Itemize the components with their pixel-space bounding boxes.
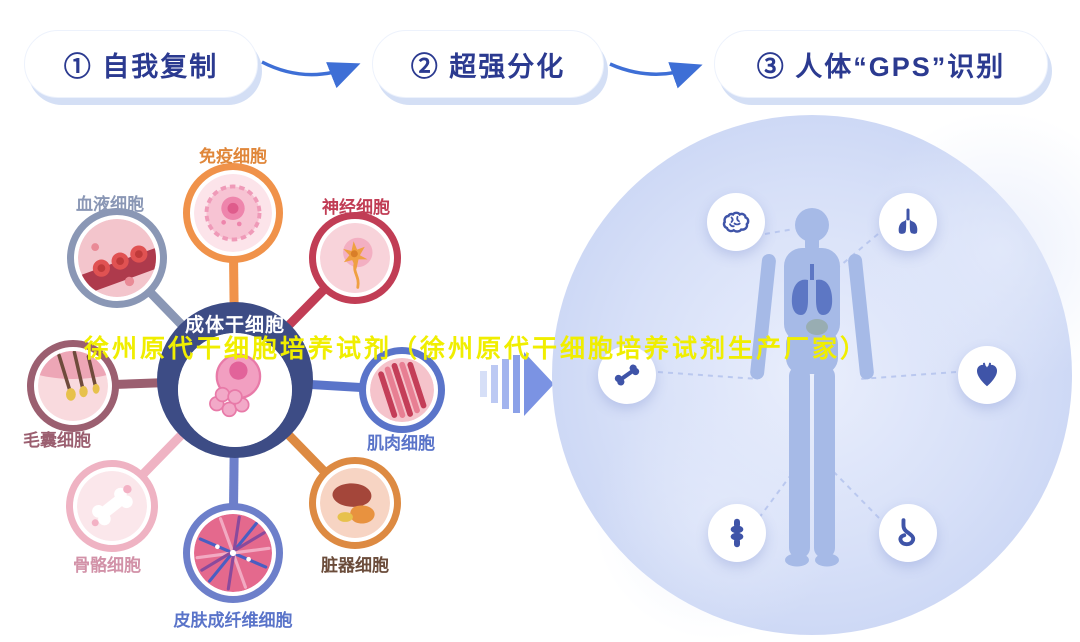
hair-follicle-cell-icon xyxy=(38,351,108,421)
muscle-cell-icon xyxy=(370,358,434,422)
step-pill-differentiation: ② 超强分化 xyxy=(372,30,604,98)
bone-cell-icon xyxy=(77,471,147,541)
step-label: ② 超强分化 xyxy=(410,51,566,82)
bone-icon xyxy=(598,346,656,404)
cell-circle-muscle xyxy=(359,347,445,433)
nerve-cell-icon xyxy=(320,223,390,293)
step-label: ③ 人体“GPS”识别 xyxy=(756,51,1006,82)
body-silhouette xyxy=(750,208,874,567)
cell-circle-stem-center: 成体干细胞 xyxy=(157,302,313,458)
organ-in-body xyxy=(806,319,828,335)
stomach-icon xyxy=(879,504,937,562)
cell-label-hair-follicle: 毛囊细胞 xyxy=(23,431,91,450)
cell-label-immune: 免疫细胞 xyxy=(199,147,267,166)
cell-label-nerve: 神经细胞 xyxy=(322,198,390,217)
cell-circle-bone xyxy=(66,460,158,552)
cell-circle-hair-follicle xyxy=(27,340,119,432)
step-arrow-icon xyxy=(261,60,361,89)
cell-label-blood: 血液细胞 xyxy=(76,195,144,214)
step-arrow-icon xyxy=(609,62,703,89)
blood-cell-icon xyxy=(78,219,156,297)
cell-circle-nerve xyxy=(309,212,401,304)
step-label: ① 自我复制 xyxy=(63,51,219,82)
organ-cell-icon xyxy=(320,468,390,538)
overlay-title: 徐州原代干细胞培养试剂（徐州原代干细胞培养试剂生产厂家） xyxy=(84,335,869,363)
cell-label-muscle: 肌肉细胞 xyxy=(367,434,435,453)
cell-circle-skin-fibroblast xyxy=(183,503,283,603)
heart-icon xyxy=(958,346,1016,404)
cell-circle-immune xyxy=(183,163,283,263)
lungs-in-body xyxy=(791,264,833,315)
center-cell-inner xyxy=(178,333,292,447)
human-body-figure xyxy=(657,208,957,567)
stem-cell-cluster-icon xyxy=(178,333,292,447)
flow-right-arrow-icon xyxy=(480,352,554,416)
step-pill-gps-recognition: ③ 人体“GPS”识别 xyxy=(714,30,1048,98)
center-cell-label: 成体干细胞 xyxy=(184,315,285,336)
brain-icon xyxy=(707,193,765,251)
cell-label-skin-fibroblast: 皮肤成纤维细胞 xyxy=(173,611,293,630)
lungs-icon xyxy=(879,193,937,251)
cell-label-organ: 脏器细胞 xyxy=(321,556,389,575)
cell-circle-blood xyxy=(67,208,167,308)
cell-circle-organ xyxy=(309,457,401,549)
skin-fibroblast-cell-icon xyxy=(194,514,272,592)
step-pill-self-replication: ① 自我复制 xyxy=(24,30,258,98)
immune-cell-icon xyxy=(194,174,272,252)
joint-icon xyxy=(708,504,766,562)
body-panel-glow xyxy=(860,110,1080,390)
cell-label-bone: 骨骼细胞 xyxy=(73,556,141,575)
